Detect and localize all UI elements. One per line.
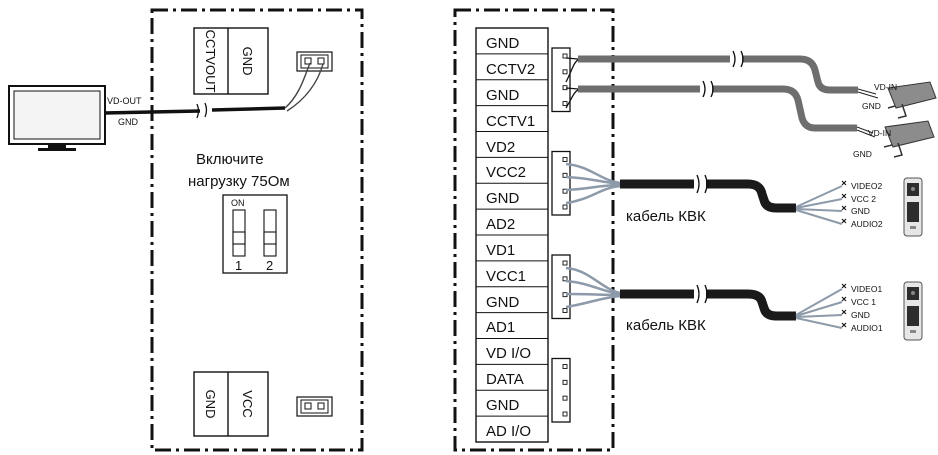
camera2-gnd-label: GND <box>853 149 872 159</box>
terminal-label: VCC1 <box>486 268 526 285</box>
wire-label: VCC 2 <box>851 194 876 204</box>
terminal-label: AD I/O <box>486 423 531 440</box>
left-unit-outline <box>150 8 364 452</box>
monitor-vd-out-label: VD-OUT <box>107 96 142 106</box>
wire-label: GND <box>851 310 870 320</box>
call-panel-icon <box>903 281 923 341</box>
call-panel-1-wires: VIDEO1 VCC 1 GND AUDIO1 <box>841 283 883 333</box>
dip-on-label: ON <box>231 198 245 208</box>
terminal-label: GND <box>486 294 520 311</box>
wire-label: AUDIO2 <box>851 219 883 229</box>
terminal-block: GND CCTV2 GND CCTV1 VD2 VCC2 GND AD2 VD1… <box>475 27 549 443</box>
kvk-cable-label: кабель КВК <box>626 317 706 334</box>
camera2-vd-in-label: VD-IN <box>868 128 891 138</box>
camera1-vd-in-label: VD-IN <box>874 82 897 92</box>
four-pin-plug <box>551 357 571 423</box>
kvk-cable-label: кабель КВК <box>626 208 706 225</box>
terminal-label: AD2 <box>486 216 515 233</box>
call-panel-2-wires: VIDEO2 VCC 2 GND AUDIO2 <box>841 180 883 229</box>
camera1-gnd-label: GND <box>862 101 881 111</box>
wire-label: AUDIO1 <box>851 323 883 333</box>
camera-cable-2 <box>565 80 857 132</box>
terminal-label: DATA <box>486 371 524 388</box>
terminal-label: GND <box>203 390 218 419</box>
wire-label: VIDEO2 <box>851 181 882 191</box>
kvk-cable-1 <box>565 266 843 329</box>
terminal-label: CCTV2 <box>486 61 535 78</box>
dip-switch[interactable]: ON 1 2 <box>222 194 288 274</box>
four-pin-plug <box>551 254 571 320</box>
dip-label-2: 2 <box>266 258 273 273</box>
four-pin-plug <box>551 150 571 216</box>
top-connector-block: CCTVOUT GND <box>193 27 269 95</box>
terminal-label: GND <box>486 190 520 207</box>
terminal-label: VD1 <box>486 242 515 259</box>
cctv-camera-icon <box>856 120 935 158</box>
terminal-label: CCTVOUT <box>203 30 218 93</box>
bottom-connector-block: GND VCC <box>193 371 269 437</box>
wire-label: VCC 1 <box>851 297 876 307</box>
camera-cable-1 <box>565 50 858 94</box>
four-pin-plug <box>551 47 571 113</box>
two-pin-socket-top <box>296 51 333 72</box>
cctv-camera-icon <box>857 81 937 119</box>
terminal-label: VD2 <box>486 139 515 156</box>
tv-monitor-icon <box>8 85 106 151</box>
monitor-gnd-label: GND <box>118 117 139 127</box>
monitor-video-cable <box>103 62 324 119</box>
terminal-label: VD I/O <box>486 345 531 362</box>
terminal-label: GND <box>240 47 255 76</box>
wire-label: VIDEO1 <box>851 284 882 294</box>
terminal-label: CCTV1 <box>486 113 535 130</box>
terminal-label: GND <box>486 87 520 104</box>
wire-label: GND <box>851 206 870 216</box>
two-pin-socket-bottom <box>296 396 333 417</box>
kvk-cable-2 <box>565 162 843 225</box>
dip-label-1: 1 <box>235 258 242 273</box>
load-note-line1: Включите <box>196 151 264 168</box>
terminal-label: AD1 <box>486 319 515 336</box>
right-unit-outline <box>453 8 615 452</box>
call-panel-icon <box>903 177 923 237</box>
terminal-label: VCC <box>240 390 255 417</box>
terminal-label: GND <box>486 397 520 414</box>
load-note-line2: нагрузку 75Ом <box>188 173 290 190</box>
terminal-label: VCC2 <box>486 164 526 181</box>
terminal-label: GND <box>486 35 520 52</box>
